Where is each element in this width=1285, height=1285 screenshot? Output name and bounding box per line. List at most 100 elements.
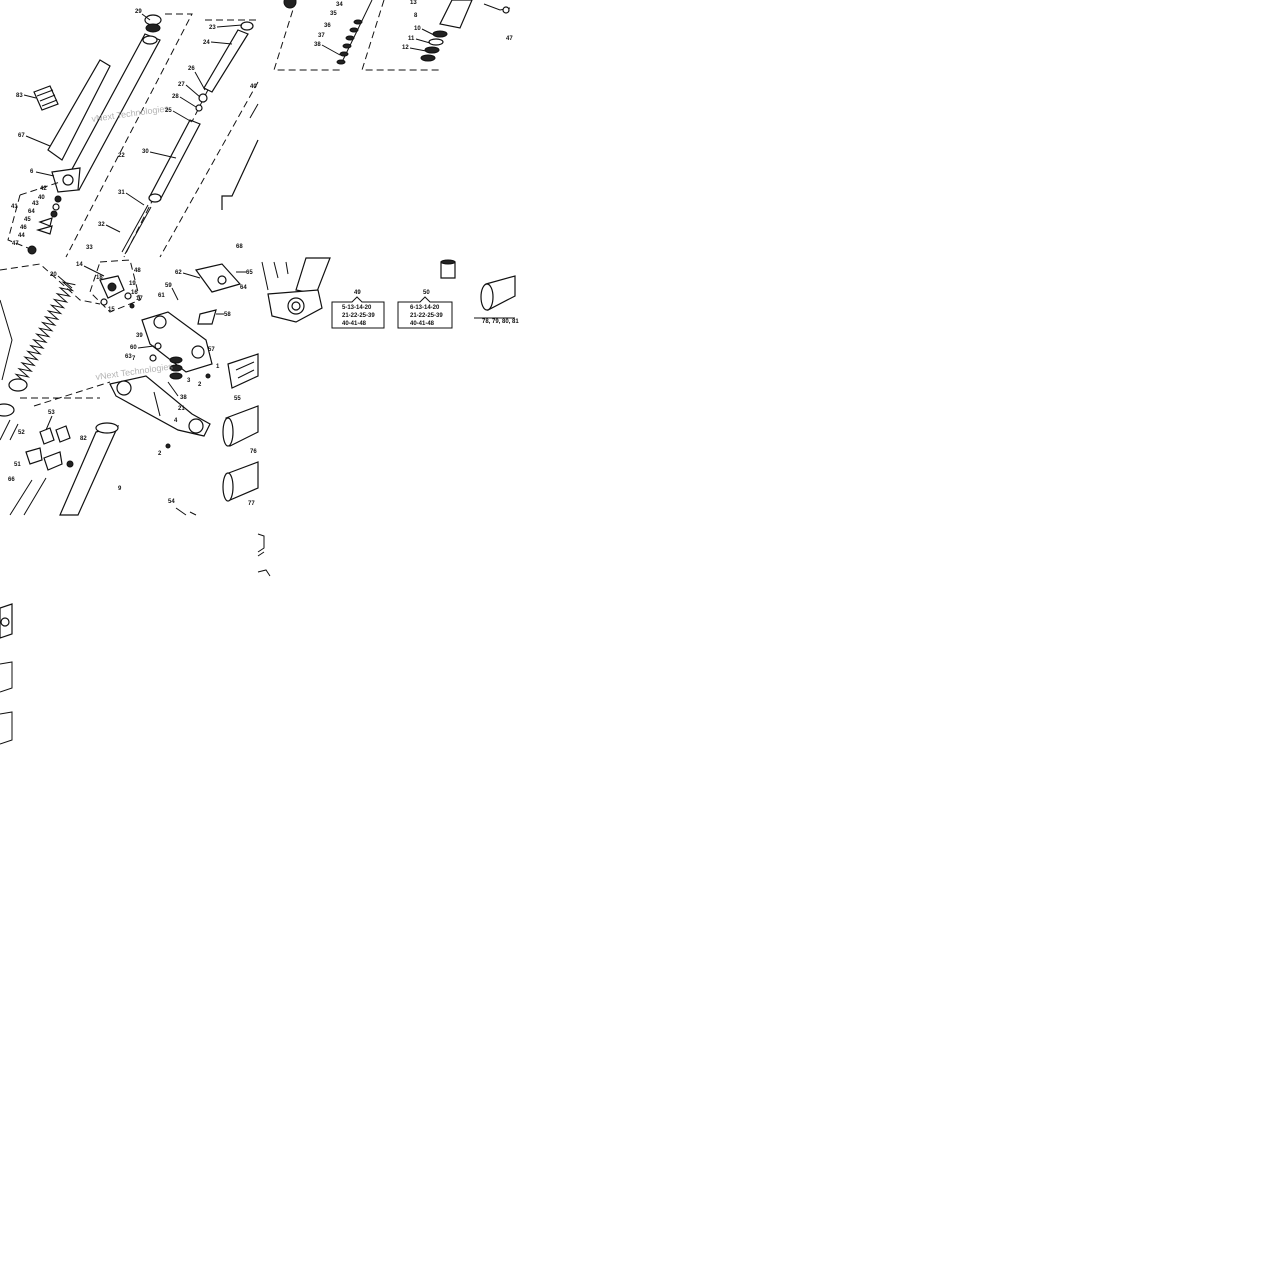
damper-bottom (148, 193, 162, 203)
partial-bolt-54 (175, 507, 197, 516)
callout-label: 2 (198, 382, 202, 388)
callout-label: 39 (136, 333, 143, 339)
callout-label: 60 (130, 345, 137, 351)
callouts-tile2: 34 35 36 37 38 13 8 10 11 12 47 (314, 0, 513, 56)
callout-label: 26 (188, 66, 195, 72)
callout-label: 15 (108, 307, 115, 313)
callout-label: 61 (158, 293, 165, 299)
callout-label: 18 (96, 275, 103, 281)
callout-label: 36 (324, 23, 331, 29)
axle-hole (62, 174, 74, 186)
callout-label: 48 (134, 268, 141, 274)
callout-label: 51 (14, 462, 21, 468)
callout-label: 11 (408, 36, 415, 42)
callout-label: 47 (12, 241, 19, 247)
small-hardware-stack (27, 195, 62, 255)
damper-cylinder (203, 29, 249, 93)
lower-clamp (109, 375, 211, 437)
partial-bolts (261, 261, 289, 291)
spring-seat (8, 378, 28, 392)
callout-label: 82 (80, 436, 87, 442)
spring-spacer (0, 403, 15, 417)
callout-label: 45 (24, 217, 31, 223)
callout-label: 21 (178, 406, 185, 412)
valve-ball (283, 0, 297, 9)
spring-frame (0, 263, 101, 305)
tile-upper-right: 34 35 36 37 38 13 8 10 11 12 47 49 5 (261, 0, 519, 329)
guard-plate (33, 85, 59, 111)
clamp-hole-right (191, 345, 205, 359)
fragment-2 (257, 569, 271, 577)
spring-frame-lower (20, 381, 111, 407)
kit-parts-line: 21-22-25-39 (342, 313, 375, 319)
partial-edge (0, 419, 19, 441)
callout-label: 38 (314, 42, 321, 48)
fragment-cover-1 (0, 661, 13, 693)
small-nut (502, 6, 510, 14)
callout-label: 64 (240, 285, 247, 291)
callout-label: 31 (118, 190, 125, 196)
callout-label: 44 (18, 233, 25, 239)
lower-clamp-hole-left (116, 380, 132, 396)
callout-label: 13 (410, 0, 417, 6)
callouts-tile3: 20 14 18 48 19 16 17 15 62 65 64 59 61 5… (8, 262, 257, 507)
callout-label: 67 (18, 133, 25, 139)
guard-ribs (36, 89, 58, 107)
clip-82 (55, 425, 71, 443)
lower-axle-hole (291, 301, 301, 311)
clamp-bolt-block (197, 309, 217, 325)
callout-label: 68 (236, 244, 243, 250)
kit-parts-line: 5-13-14-20 (342, 305, 372, 311)
watermark-upper: vNext Technologies (91, 103, 170, 124)
seal-ring (145, 23, 161, 33)
callout-label: 53 (48, 410, 55, 416)
callout-label: 28 (172, 94, 179, 100)
edge-fragments (0, 533, 271, 745)
fork-tube-lower (59, 425, 120, 516)
partial-tube-right (221, 139, 259, 210)
cartridge-rings (420, 30, 448, 62)
callout-label: 19 (129, 281, 136, 287)
kit-parts-line: 40-41-48 (342, 321, 367, 327)
fork-spring (14, 281, 76, 384)
callout-label: 52 (18, 430, 25, 436)
valve-frame-left (273, 0, 340, 71)
callout-label: 16 (131, 290, 138, 296)
callout-label: 8 (414, 13, 418, 19)
kit-frame-left (65, 13, 193, 258)
callout-label: 64 (28, 209, 35, 215)
kit-parts-line: 40-41-48 (410, 321, 435, 327)
callout-label: 55 (234, 396, 241, 402)
callout-label: 35 (330, 11, 337, 17)
callout-label: 40 (38, 195, 45, 201)
fork-slider (47, 59, 111, 161)
partial-tube-66 (9, 477, 47, 516)
spare-tube-end (480, 283, 494, 311)
callout-label: 22 (118, 153, 125, 159)
callout-label: 59 (165, 283, 172, 289)
callout-label: 27 (178, 82, 185, 88)
damper-rod (121, 204, 152, 255)
callout-label: 30 (142, 149, 149, 155)
callout-label: 37 (318, 33, 325, 39)
steering-stem (153, 391, 161, 417)
fragment-cover-2 (0, 711, 13, 745)
callout-label: 47 (506, 36, 513, 42)
callout-label: 7 (132, 356, 136, 362)
kit-frame-right (159, 81, 259, 258)
callout-label: 6 (30, 169, 34, 175)
callout-label: 40 (250, 84, 257, 90)
tile-fork-leg: vNext Technologies 29 23 24 26 27 28 25 … (7, 9, 259, 258)
callout-label: 34 (336, 2, 343, 8)
callout-label: 17 (136, 296, 143, 302)
tile-triple-clamp: vNext Technologies 20 14 18 48 19 16 17 … (0, 259, 259, 516)
callout-label: 76 (250, 449, 257, 455)
callout-label: 4 (174, 418, 178, 424)
damper-ring (195, 104, 203, 112)
kit-number: 49 (354, 290, 361, 296)
callout-label: 9 (118, 486, 122, 492)
callout-label: 83 (16, 93, 23, 99)
clip-51 (25, 447, 43, 465)
callout-label: 43 (32, 201, 39, 207)
